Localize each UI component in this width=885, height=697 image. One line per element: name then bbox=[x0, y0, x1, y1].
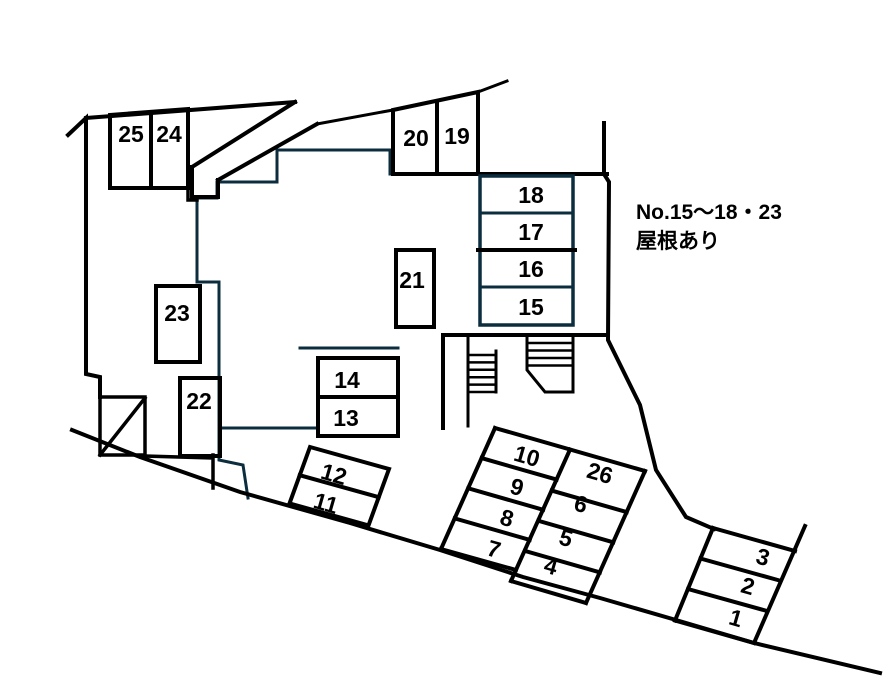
slope-band-upper-edge bbox=[189, 99, 298, 170]
block-bottom-edge bbox=[672, 618, 757, 646]
box-22-outline bbox=[178, 376, 222, 458]
parking-box-23 bbox=[154, 284, 202, 364]
wall-below-24 bbox=[186, 186, 199, 202]
stack-teal-dividers bbox=[478, 211, 575, 289]
parking-box-12-11 bbox=[286, 444, 392, 528]
space-label-8: 8 bbox=[497, 504, 517, 533]
space-label-13: 13 bbox=[333, 405, 359, 431]
space-label-6: 6 bbox=[571, 490, 590, 519]
space-label-23: 23 bbox=[164, 300, 190, 326]
ramp-diagonal bbox=[97, 395, 148, 458]
box-12-11-outline bbox=[286, 444, 392, 528]
upper-road-line-left bbox=[315, 108, 395, 126]
box-25-24-outline bbox=[108, 106, 190, 190]
box-12-11-divider bbox=[297, 472, 382, 500]
boundary-left bbox=[65, 113, 102, 399]
parking-box-25-24 bbox=[108, 106, 190, 190]
space-label-12: 12 bbox=[318, 458, 350, 490]
inner-outline-top bbox=[215, 148, 482, 184]
grid-right-edge bbox=[583, 468, 648, 606]
staircase-right bbox=[525, 333, 575, 394]
space-label-20: 20 bbox=[403, 125, 429, 151]
grid-column-divider bbox=[508, 446, 573, 584]
space-label-24: 24 bbox=[156, 121, 182, 147]
roof-note: No.15～18・23 屋根あり bbox=[636, 201, 782, 253]
box-21-outline bbox=[394, 248, 436, 329]
space-label-22: 22 bbox=[186, 388, 212, 414]
space-labels: 25 24 20 19 18 17 16 15 21 23 22 14 13 1… bbox=[118, 121, 773, 632]
box-20-19-outline bbox=[391, 89, 480, 176]
parking-box-21 bbox=[394, 248, 436, 329]
staircase-left bbox=[466, 333, 498, 428]
stair-steps bbox=[466, 353, 498, 394]
grid-left-row-dividers bbox=[452, 455, 560, 543]
roof-note-line1: No.15～18・23 bbox=[636, 201, 782, 224]
upper-road-line-right bbox=[476, 79, 509, 94]
parking-box-14-13 bbox=[316, 356, 400, 438]
space-label-17: 17 bbox=[518, 219, 544, 245]
grid-right-bottom bbox=[508, 578, 589, 606]
space-label-15: 15 bbox=[518, 294, 544, 320]
inner-lot-outline bbox=[195, 148, 482, 500]
space-label-26: 26 bbox=[584, 457, 616, 489]
block-left-edge bbox=[672, 525, 716, 624]
parking-box-22 bbox=[178, 376, 222, 458]
parking-stack-18-15 bbox=[476, 174, 577, 327]
stair-left-rail bbox=[525, 333, 575, 394]
space-label-3: 3 bbox=[753, 543, 772, 572]
ramp-square-outline bbox=[98, 395, 147, 457]
slope-band bbox=[189, 79, 509, 199]
space-label-2: 2 bbox=[738, 572, 757, 601]
space-label-21: 21 bbox=[399, 267, 425, 293]
boundary-right bbox=[602, 121, 717, 532]
roof-note-line2: 屋根あり bbox=[636, 230, 720, 253]
space-label-7: 7 bbox=[484, 535, 503, 564]
space-label-1: 1 bbox=[726, 604, 746, 633]
parking-block-3-2-1 bbox=[672, 523, 808, 646]
slope-band-lower-edge bbox=[215, 121, 320, 183]
space-label-14: 14 bbox=[334, 367, 360, 393]
space-label-9: 9 bbox=[507, 473, 526, 502]
inner-outline-left bbox=[195, 180, 250, 500]
parking-box-20-19 bbox=[391, 89, 480, 176]
space-label-25: 25 bbox=[118, 121, 144, 147]
grid-left-bottom bbox=[438, 546, 519, 573]
parking-grid-center bbox=[438, 425, 648, 606]
block-right-edge bbox=[751, 523, 808, 646]
grid-right-row-dividers bbox=[522, 488, 630, 575]
space-label-19: 19 bbox=[444, 123, 470, 149]
space-label-18: 18 bbox=[518, 182, 544, 208]
slope-band-step bbox=[190, 165, 220, 199]
stair-steps bbox=[525, 341, 575, 367]
block-top-edge bbox=[710, 525, 798, 554]
space-label-16: 16 bbox=[518, 256, 544, 282]
block-row-dividers bbox=[685, 556, 782, 614]
box-23-outline bbox=[154, 284, 202, 364]
